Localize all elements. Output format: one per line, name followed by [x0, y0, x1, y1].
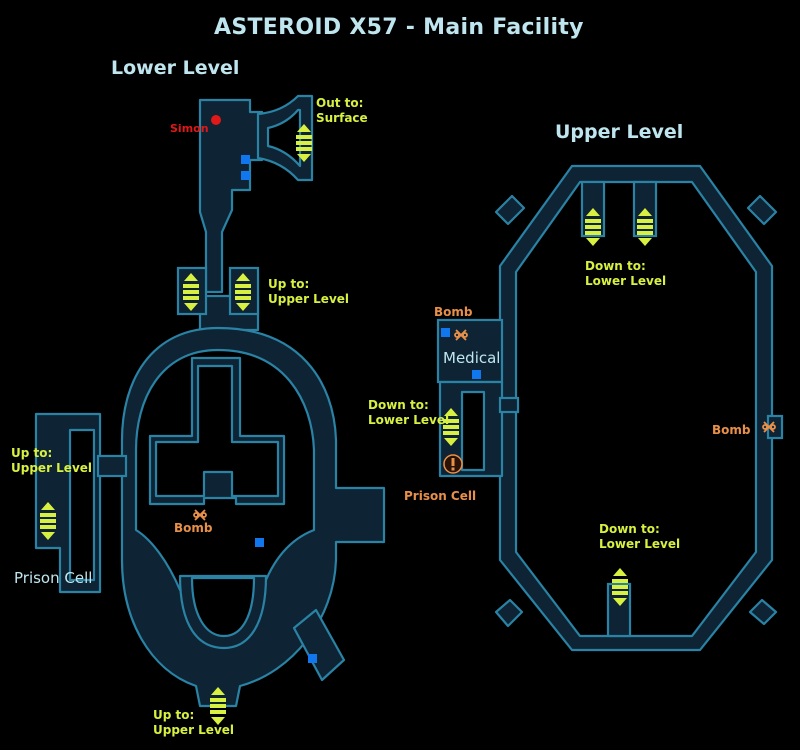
terminal-icon[interactable]	[308, 654, 317, 663]
stairs-icon[interactable]	[585, 208, 601, 246]
bomb-label-lower: Bomb	[174, 521, 213, 535]
lower-level-heading: Lower Level	[111, 57, 240, 79]
simon-marker-icon[interactable]	[211, 115, 221, 125]
down-to-lower-label-top: Down to:Lower Level	[585, 259, 667, 288]
terminal-icon[interactable]	[241, 155, 250, 164]
stairs-icon[interactable]	[183, 273, 199, 311]
bomb-icon[interactable]	[193, 509, 207, 521]
down-to-lower-label-bottom: Down to:Lower Level	[599, 522, 681, 551]
stairs-icon[interactable]	[443, 408, 459, 446]
stairs-icon[interactable]	[235, 273, 251, 311]
terminal-icon[interactable]	[472, 370, 481, 379]
bomb-label-medical: Bomb	[434, 305, 473, 319]
up-to-upper-label-top: Up to:Upper Level	[268, 277, 350, 306]
medical-room-label: Medical	[443, 349, 501, 367]
up-to-upper-label-bottom: Up to:Upper Level	[153, 708, 235, 737]
simon-label: Simon	[170, 122, 209, 135]
stairs-icon[interactable]	[612, 568, 628, 606]
terminal-icon[interactable]	[441, 328, 450, 337]
stairs-icon[interactable]	[296, 124, 312, 162]
bomb-icon[interactable]	[762, 421, 776, 433]
map-title: ASTEROID X57 - Main Facility	[214, 15, 584, 40]
stairs-icon[interactable]	[637, 208, 653, 246]
alert-icon[interactable]	[443, 454, 463, 474]
lower-prison-cell-label: Prison Cell	[14, 569, 93, 587]
prison-cell-label-upper: Prison Cell	[404, 489, 477, 503]
terminal-icon[interactable]	[255, 538, 264, 547]
up-to-upper-label-left: Up to:Upper Level	[11, 446, 93, 475]
terminal-icon[interactable]	[241, 171, 250, 180]
upper-level-heading: Upper Level	[555, 121, 684, 143]
bomb-icon[interactable]	[454, 329, 468, 341]
stairs-icons	[40, 124, 653, 725]
down-to-lower-label-left: Down to:Lower Level	[368, 398, 450, 427]
surface-exit-label: Out to:Surface	[316, 96, 368, 125]
stairs-icon[interactable]	[210, 687, 226, 725]
stairs-icon[interactable]	[40, 502, 56, 540]
lower-entrance-room	[198, 98, 264, 294]
bomb-label-upper-right: Bomb	[712, 423, 751, 437]
